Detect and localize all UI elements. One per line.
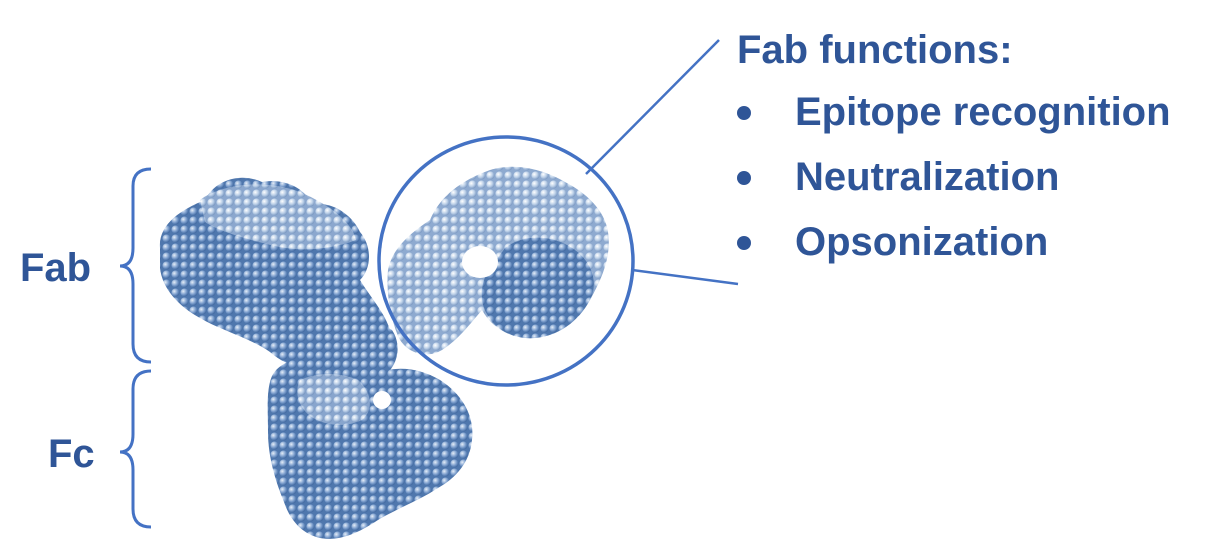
antibody-molecule-icon xyxy=(159,166,609,539)
list-item: Opsonization xyxy=(737,222,1171,287)
function-label: Neutralization xyxy=(795,155,1060,199)
fab-bracket xyxy=(119,167,152,364)
fc-bracket xyxy=(119,369,152,529)
fab-functions-title: Fab functions: xyxy=(737,28,1013,72)
fab-functions-list: Epitope recognition Neutralization Opson… xyxy=(737,92,1171,287)
list-item: Neutralization xyxy=(737,157,1171,222)
fc-label: Fc xyxy=(48,432,95,476)
function-label: Opsonization xyxy=(795,220,1049,264)
bullet-icon xyxy=(737,171,751,185)
callout-line-top xyxy=(585,39,720,175)
bullet-icon xyxy=(737,106,751,120)
bullet-icon xyxy=(737,236,751,250)
fab-label: Fab xyxy=(20,246,92,290)
list-item: Epitope recognition xyxy=(737,92,1171,157)
function-label: Epitope recognition xyxy=(795,90,1171,134)
callout-line-bottom xyxy=(631,268,739,286)
fab-highlight-ellipse xyxy=(377,135,635,387)
